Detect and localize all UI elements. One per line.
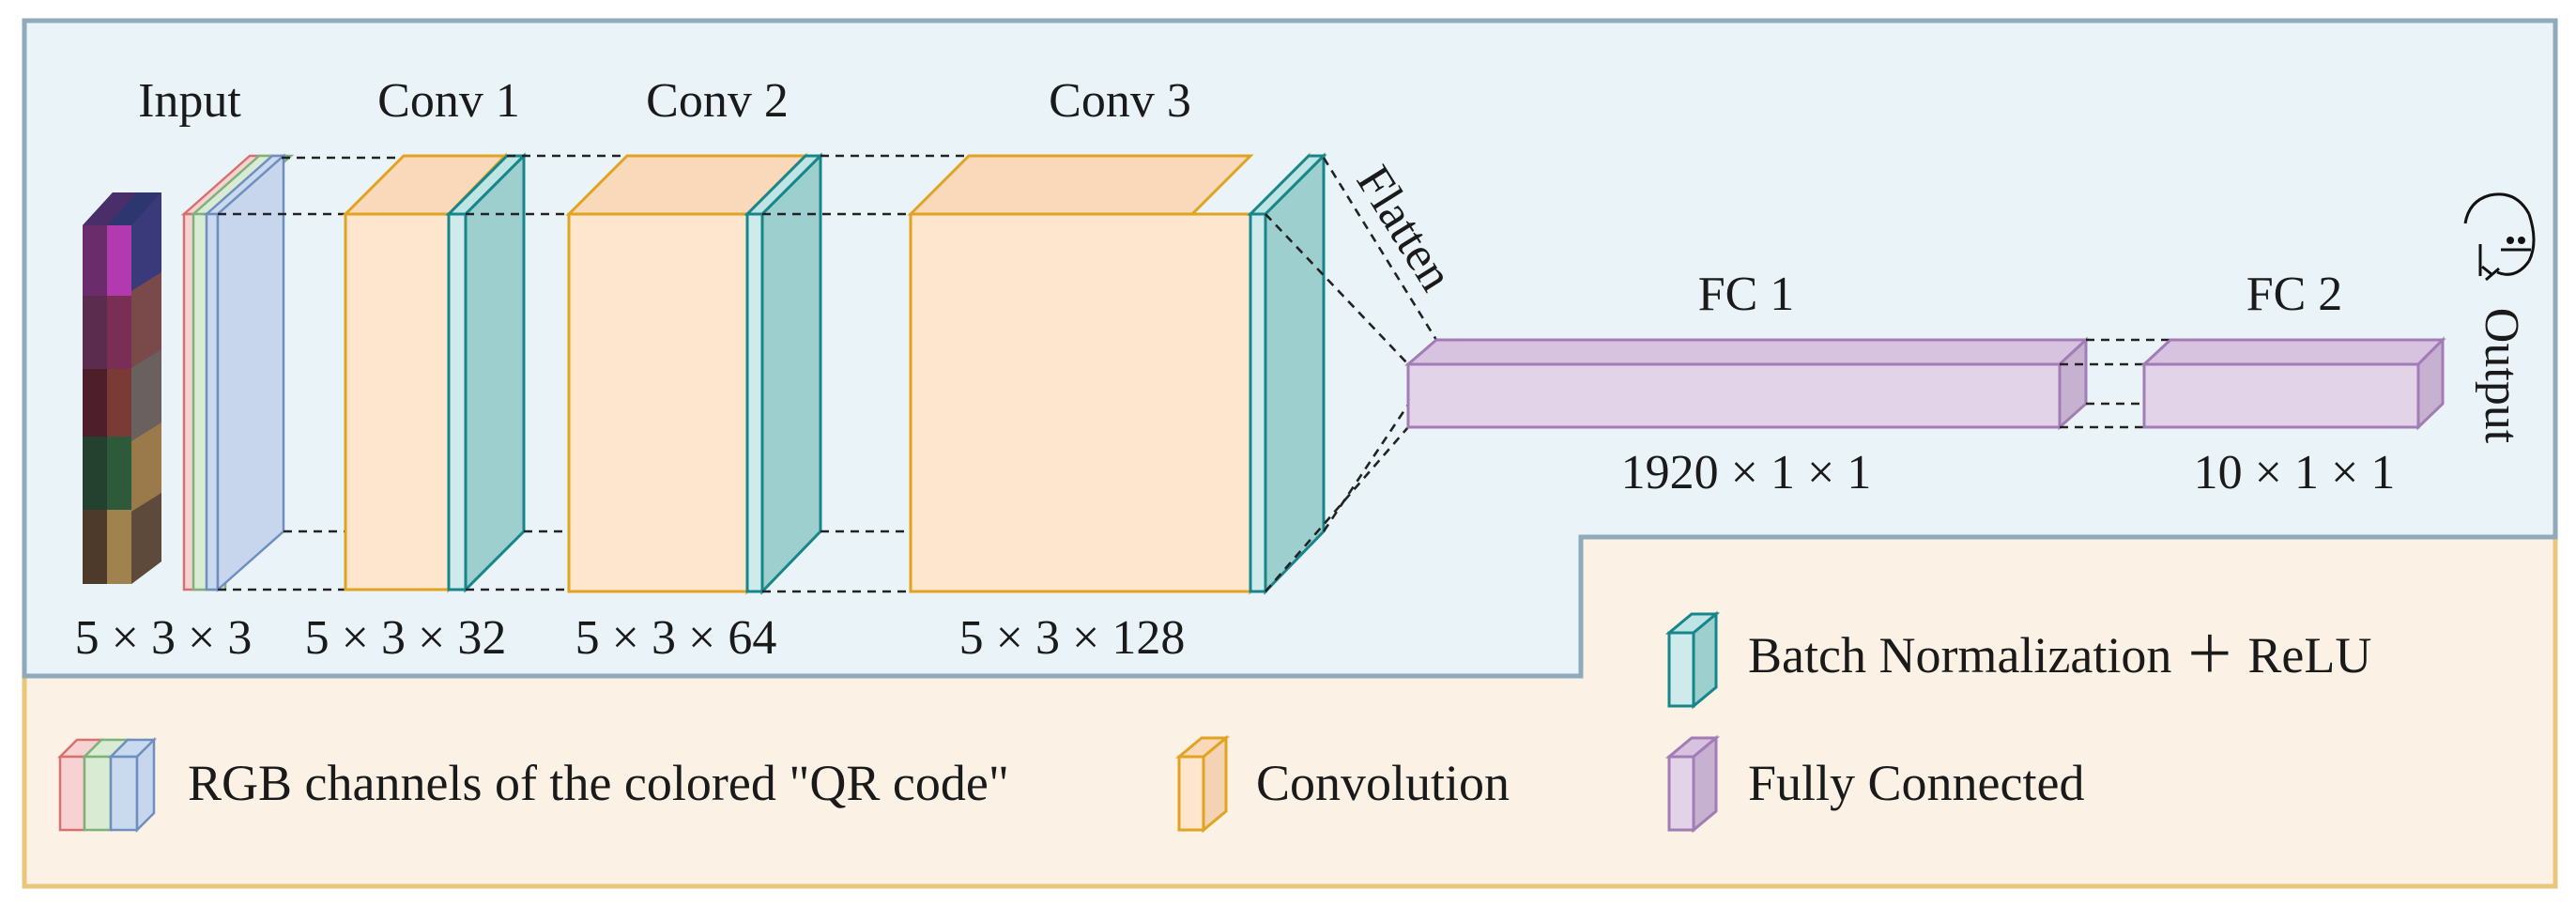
legend-conv-label: Convolution <box>1256 755 1510 811</box>
conv2-title: Conv 2 <box>646 74 789 128</box>
legend-fc-label: Fully Connected <box>1748 755 2084 811</box>
conv1-block <box>342 152 528 593</box>
conv2-dims: 5 × 3 × 64 <box>575 611 777 665</box>
fc1-block <box>1403 336 2090 431</box>
legend-rgb-label: RGB channels of the colored "QR code" <box>188 755 1009 811</box>
conv1-title: Conv 1 <box>377 74 520 128</box>
fc2-block <box>2140 336 2446 431</box>
fc2-dims: 10 × 1 × 1 <box>2194 446 2396 499</box>
conv1-dims: 5 × 3 × 32 <box>305 611 507 665</box>
input-rgb-channels <box>180 153 295 592</box>
conv3-dims: 5 × 3 × 128 <box>959 611 1186 665</box>
fc2-title: FC 2 <box>2246 268 2343 321</box>
input-title: Input <box>138 74 241 128</box>
legend-conv-icon <box>1174 734 1231 834</box>
smiley-emoticon-icon <box>2463 192 2536 282</box>
conv3-block <box>907 152 1327 595</box>
qr-input-grid-icon <box>83 192 161 584</box>
conv3-title: Conv 3 <box>1049 74 1191 128</box>
fc1-title: FC 1 <box>1698 268 1795 321</box>
legend-bn-icon <box>1664 610 1721 710</box>
output-label: Output <box>2475 308 2528 444</box>
fc1-dims: 1920 × 1 × 1 <box>1621 446 1872 499</box>
input-dims: 5 × 3 × 3 <box>75 611 253 665</box>
legend-bn-label: Batch Normalization ＋ ReLU <box>1748 627 2371 683</box>
legend-fc-icon <box>1664 734 1721 834</box>
conv2-block <box>565 152 824 595</box>
legend-rgb-icon <box>56 736 158 834</box>
